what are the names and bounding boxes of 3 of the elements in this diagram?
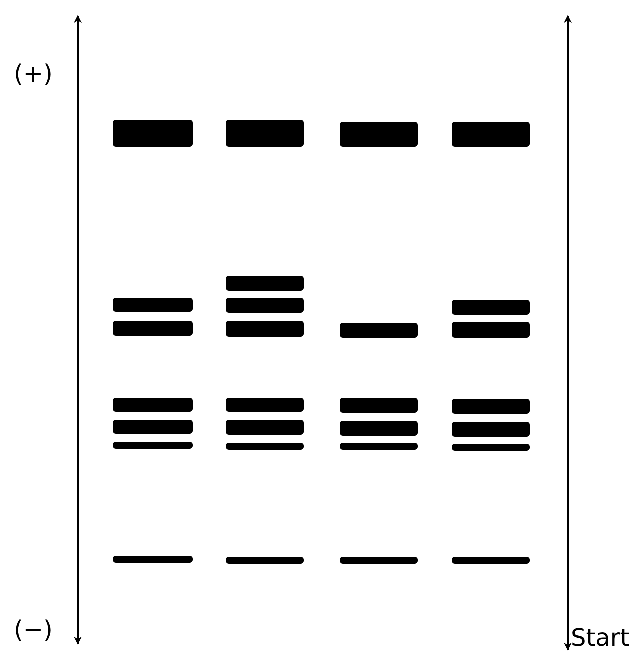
start-label: Start xyxy=(571,626,630,650)
polarity-label: (−) xyxy=(14,618,53,642)
polarity-label: (+) xyxy=(14,62,53,86)
